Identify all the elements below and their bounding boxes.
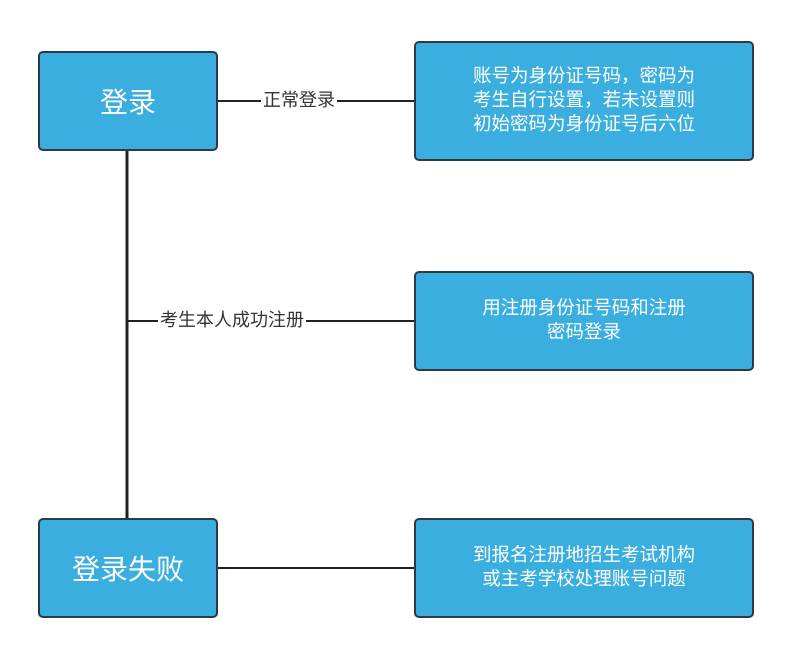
node-login-failed-label: 登录失败 bbox=[71, 553, 184, 586]
edge-label-self-registered: 考生本人成功注册 bbox=[158, 309, 306, 333]
node-account-info: 账号为身份证号码，密码为 考生自行设置，若未设置则 初始密码为身份证号后六位 bbox=[414, 41, 754, 161]
node-login: 登录 bbox=[38, 51, 218, 151]
edge-label-normal-login: 正常登录 bbox=[261, 89, 337, 113]
node-account-info-label: 账号为身份证号码，密码为 考生自行设置，若未设置则 初始密码为身份证号后六位 bbox=[472, 66, 695, 135]
node-contact-agency-label: 到报名注册地招生考试机构 或主考学校处理账号问题 bbox=[472, 545, 695, 590]
node-contact-agency: 到报名注册地招生考试机构 或主考学校处理账号问题 bbox=[414, 518, 754, 618]
node-login-label: 登录 bbox=[99, 86, 156, 119]
node-login-failed: 登录失败 bbox=[38, 518, 218, 618]
node-registered-login-label: 用注册身份证号码和注册 密码登录 bbox=[482, 298, 686, 343]
node-registered-login: 用注册身份证号码和注册 密码登录 bbox=[414, 271, 754, 371]
